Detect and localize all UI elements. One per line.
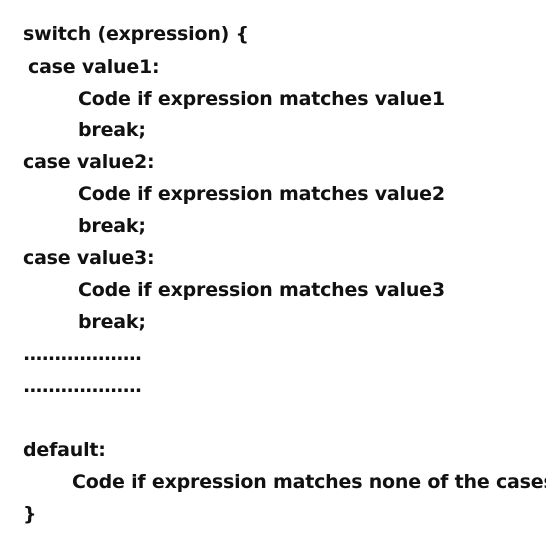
case-value1-break: break; bbox=[78, 119, 146, 141]
case-value2-body: Code if expression matches value2 bbox=[78, 183, 445, 205]
ellipsis-line: ................... bbox=[23, 343, 142, 365]
case-value1-body: Code if expression matches value1 bbox=[78, 88, 445, 110]
default-line: default: bbox=[23, 439, 106, 461]
case-value3-line: case value3: bbox=[23, 247, 155, 269]
case-value3-body: Code if expression matches value3 bbox=[78, 279, 445, 301]
case-value3-break: break; bbox=[78, 311, 146, 333]
case-value2-break: break; bbox=[78, 215, 146, 237]
case-value2-line: case value2: bbox=[23, 151, 155, 173]
closing-brace-line: } bbox=[23, 503, 37, 525]
case-value1-line: case value1: bbox=[28, 56, 160, 78]
default-body: Code if expression matches none of the c… bbox=[72, 471, 546, 493]
ellipsis-line: ................... bbox=[23, 375, 142, 397]
switch-header-line: switch (expression) { bbox=[23, 23, 249, 45]
